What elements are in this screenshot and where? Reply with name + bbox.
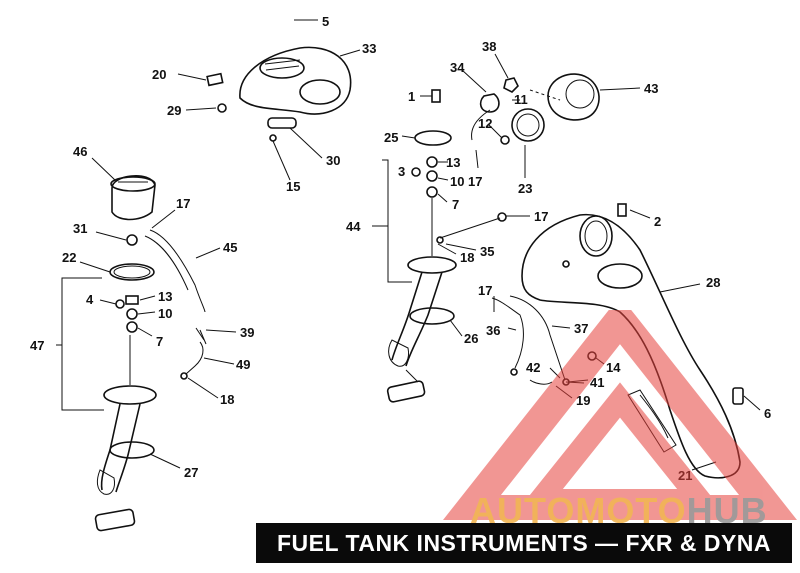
callout-4: 4 [86,292,94,307]
callout-13a: 13 [158,289,172,304]
callout-45: 45 [223,240,237,255]
callout-44: 44 [346,219,361,234]
callout-30: 30 [326,153,340,168]
middle-sender-assembly [372,89,530,403]
callout-38: 38 [482,39,496,54]
callout-3: 3 [398,164,405,179]
callout-10b: 10 [450,174,464,189]
callout-18b: 18 [460,250,474,265]
gauge-assembly [461,53,641,178]
callout-28: 28 [706,275,720,290]
callout-2: 2 [654,214,661,229]
callout-46: 46 [73,144,87,159]
callout-19: 19 [576,393,590,408]
callout-25: 25 [384,130,398,145]
callout-14: 14 [606,360,621,375]
callout-1: 1 [408,89,415,104]
callout-27: 27 [184,465,198,480]
left-sender-assembly [56,157,237,532]
callout-42: 42 [526,360,540,375]
callout-17d: 17 [478,283,492,298]
callout-10a: 10 [158,306,172,321]
callout-36: 36 [486,323,500,338]
tank-console-part [521,203,761,479]
callout-17a: 17 [176,196,190,211]
callout-39: 39 [240,325,254,340]
callout-43: 43 [644,81,658,96]
callout-22: 22 [62,250,76,265]
watermark-triangle-logo [442,310,798,520]
callout-41: 41 [590,375,604,390]
callout-11: 11 [514,92,528,107]
callout-35: 35 [480,244,494,259]
callout-7b: 7 [452,197,459,212]
callout-49: 49 [236,357,250,372]
callout-23: 23 [518,181,532,196]
callout-26: 26 [464,331,478,346]
callout-47: 47 [30,338,44,353]
callout-12: 12 [478,116,492,131]
callout-31: 31 [73,221,87,236]
callout-5: 5 [322,14,329,29]
callout-13b: 13 [446,155,460,170]
diagram-title: FUEL TANK INSTRUMENTS — FXR & DYNA [256,523,792,563]
instrument-cover-part [177,19,361,181]
callout-7a: 7 [156,334,163,349]
callout-labels: 5 33 20 29 30 15 46 17 31 45 22 13 4 10 … [30,14,771,483]
callout-18a: 18 [220,392,234,407]
callout-34: 34 [450,60,465,75]
callout-17b: 17 [468,174,482,189]
callout-15: 15 [286,179,300,194]
callout-29: 29 [167,103,181,118]
callout-20: 20 [152,67,166,82]
callout-6: 6 [764,406,771,421]
callout-33: 33 [362,41,376,56]
callout-37: 37 [574,321,588,336]
callout-17c: 17 [534,209,548,224]
